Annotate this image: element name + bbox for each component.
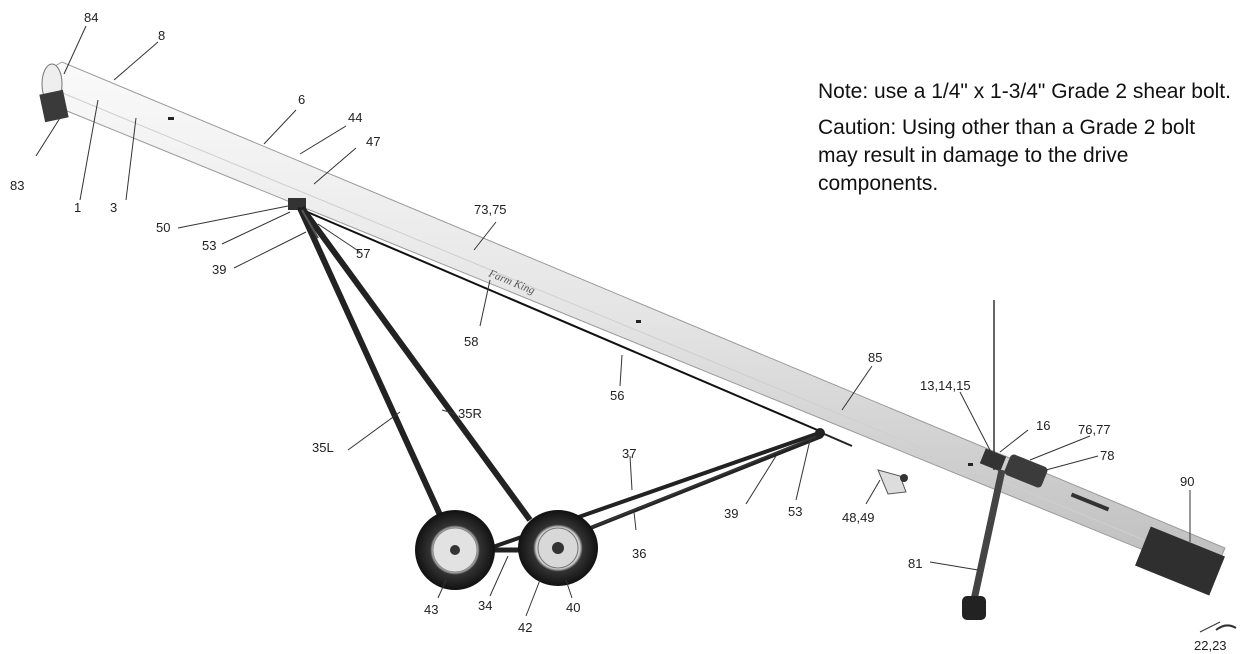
tube-mark: [1070, 492, 1110, 512]
part-label-8: 8: [158, 28, 165, 43]
part-labels: 84 8 83 1 3 6 44 47 50 53 39 57 73,75 58…: [10, 10, 1227, 653]
hitch-22-23: [1215, 624, 1237, 631]
part-label-35R: 35R: [458, 406, 482, 421]
gearbox-16: [979, 448, 1007, 472]
part-label-3: 3: [110, 200, 117, 215]
drive-shaft-81: [970, 469, 1006, 601]
part-label-84: 84: [84, 10, 98, 25]
part-label-16: 16: [1036, 418, 1050, 433]
part-label-48-49: 48,49: [842, 510, 875, 525]
part-label-58: 58: [464, 334, 478, 349]
lower-pivot: [815, 428, 825, 438]
leader-lines: [35, 25, 1221, 633]
cable-56: [297, 207, 823, 433]
part-label-39b: 39: [724, 506, 738, 521]
bracket-48-49: [877, 469, 907, 495]
part-label-43: 43: [424, 602, 438, 617]
lower-pivot-link: [821, 432, 853, 447]
part-label-53b: 53: [788, 504, 802, 519]
note-text: Note: use a 1/4" x 1-3/4" Grade 2 shear …: [818, 80, 1231, 103]
part-label-81: 81: [908, 556, 922, 571]
wheel-43: [415, 510, 495, 590]
part-label-34: 34: [478, 598, 492, 613]
part-label-13-14-15: 13,14,15: [920, 378, 971, 393]
part-label-36: 36: [632, 546, 646, 561]
part-label-90: 90: [1180, 474, 1194, 489]
wheel-40: [518, 510, 598, 586]
tube-seam: [59, 91, 1213, 569]
part-label-42: 42: [518, 620, 532, 635]
upper-pivot-bracket: [288, 198, 306, 210]
gearbox-78: [1004, 454, 1048, 488]
lift-arm-inner: [301, 209, 319, 239]
pto-end: [962, 596, 986, 620]
part-label-53a: 53: [202, 238, 216, 253]
part-label-44: 44: [348, 110, 362, 125]
bracket-bolt: [900, 474, 908, 482]
lift-arm-35R: [299, 206, 533, 522]
caution-text: Caution: Using other than a Grade 2 bolt…: [818, 116, 1196, 195]
part-label-39a: 39: [212, 262, 226, 277]
part-label-35L: 35L: [312, 440, 334, 455]
part-label-37: 37: [622, 446, 636, 461]
part-label-22-23: 22,23: [1194, 638, 1227, 653]
part-label-50: 50: [156, 220, 170, 235]
discharge-head-90: [1135, 526, 1225, 596]
part-label-56: 56: [610, 388, 624, 403]
tube-mark: [168, 117, 174, 120]
part-label-40: 40: [566, 600, 580, 615]
part-label-1: 1: [74, 200, 81, 215]
tube-mark: [636, 320, 641, 323]
tube-mark: [968, 463, 973, 466]
part-label-83: 83: [10, 178, 24, 193]
part-label-85: 85: [868, 350, 882, 365]
part-label-78: 78: [1100, 448, 1114, 463]
brace-39: [559, 433, 823, 541]
part-label-47: 47: [366, 134, 380, 149]
lift-arm-35L: [297, 206, 449, 530]
shear-bolt-note: Note: use a 1/4" x 1-3/4" Grade 2 shear …: [818, 78, 1238, 206]
part-label-6: 6: [298, 92, 305, 107]
part-label-76-77: 76,77: [1078, 422, 1111, 437]
intake-guard: [39, 89, 69, 123]
part-label-73-75: 73,75: [474, 202, 507, 217]
part-label-57: 57: [356, 246, 370, 261]
